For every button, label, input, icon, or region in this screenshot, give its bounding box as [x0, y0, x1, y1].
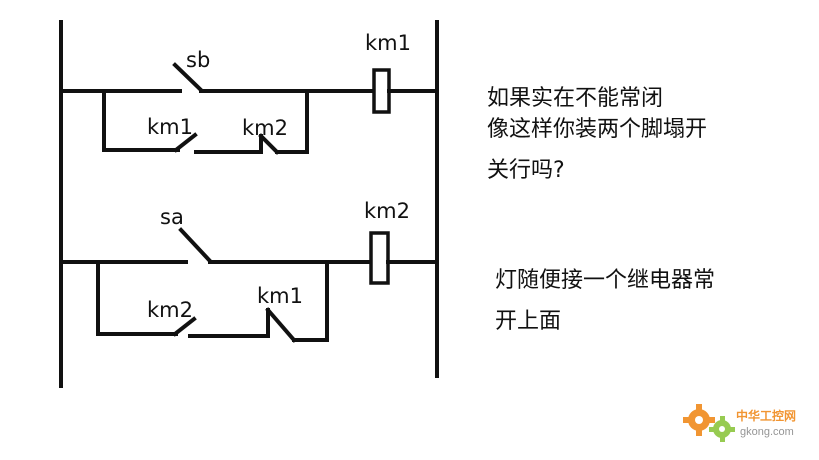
- watermark-logo: 中华工控网 gkong.com: [683, 404, 796, 442]
- rung1-hold-contact-km1: [173, 132, 198, 153]
- rung2-nc-contact-km1-blade: [265, 307, 297, 343]
- rung2-coil-label: km2: [364, 199, 410, 223]
- rung2-input-label: sa: [160, 205, 184, 229]
- rung1-nc-contact-km2-blade: [258, 133, 280, 155]
- rung1-coil-label: km1: [365, 31, 411, 55]
- note-1-line-1: 如果实在不能常闭: [487, 86, 663, 111]
- rung-1: sb km1 km1 km2: [59, 31, 439, 155]
- rung1-input-label: sb: [186, 48, 210, 72]
- rung1-hold-contact-2-label: km2: [242, 116, 288, 140]
- note-1: 如果实在不能常闭 像这样你装两个脚塌开 关行吗?: [487, 86, 707, 183]
- rung1-hold-contact-1-label: km1: [147, 115, 193, 139]
- note-2-line-2: 开上面: [495, 309, 561, 334]
- rung2-hold-contact-2-label: km1: [257, 284, 303, 308]
- rung2-coil-km2: [369, 231, 390, 285]
- note-2: 灯随便接一个继电器常 开上面: [495, 268, 715, 334]
- green-gear-icon: [709, 416, 735, 442]
- note-1-line-3: 关行吗?: [487, 158, 565, 183]
- rung1-coil-km1: [372, 68, 391, 114]
- rung2-hold-contact-1-label: km2: [147, 298, 193, 322]
- orange-gear-icon: [683, 404, 715, 436]
- watermark-title: 中华工控网: [736, 408, 796, 423]
- watermark-url: gkong.com: [740, 426, 794, 438]
- rung-2: sa km2 km2 km1: [59, 199, 439, 343]
- rung1-input-contact-sb: [172, 62, 204, 93]
- rung2-input-contact-sa: [178, 227, 213, 264]
- rung2-hold-contact-km2: [172, 316, 197, 337]
- note-2-line-1: 灯随便接一个继电器常: [495, 268, 715, 293]
- note-1-line-2: 像这样你装两个脚塌开: [487, 117, 707, 142]
